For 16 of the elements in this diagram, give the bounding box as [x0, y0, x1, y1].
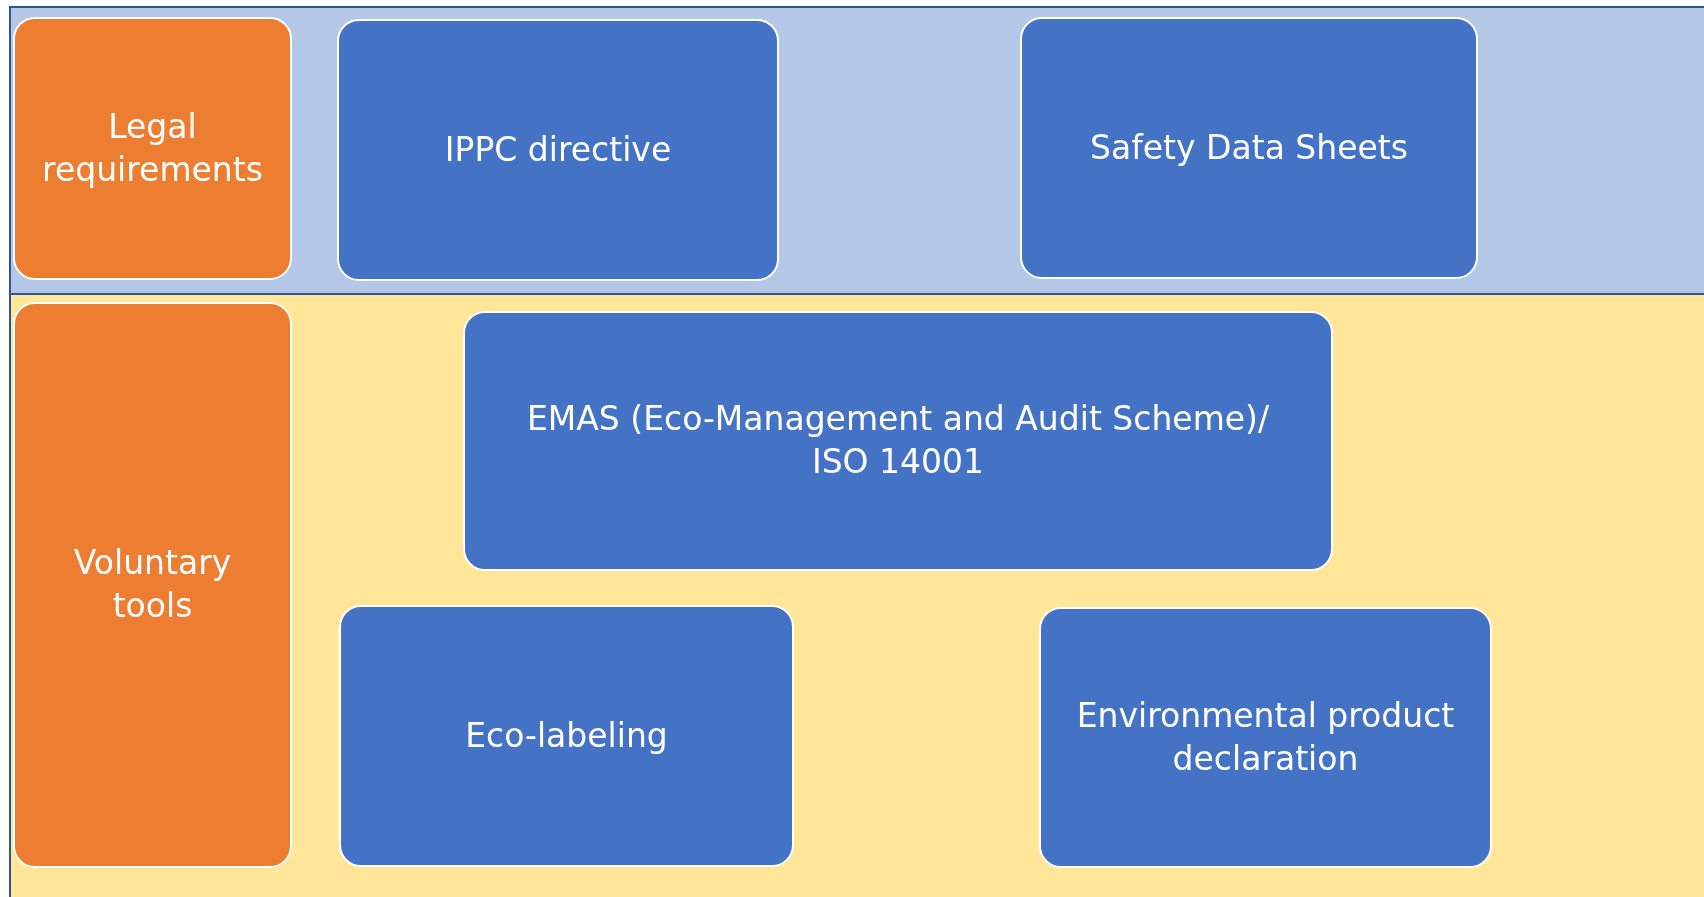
box-label: IPPC directive	[443, 128, 673, 171]
band-background	[9, 6, 1704, 295]
box-label: Voluntary tools	[72, 542, 233, 627]
band-background	[9, 293, 1704, 897]
category-box	[13, 302, 292, 868]
category-box	[13, 17, 292, 280]
item-box	[339, 605, 794, 867]
item-box	[1039, 607, 1492, 868]
box-label: Safety Data Sheets	[1089, 126, 1409, 169]
box-label: Legal requirements	[41, 105, 264, 191]
item-box	[463, 311, 1333, 571]
box-label: Environmental product declaration	[1075, 694, 1456, 780]
item-box	[1020, 17, 1478, 279]
box-label: EMAS (Eco-Management and Audit Scheme)/ ISO 14001	[525, 398, 1271, 483]
box-label: Eco-labeling	[464, 714, 669, 757]
item-box	[337, 19, 779, 281]
